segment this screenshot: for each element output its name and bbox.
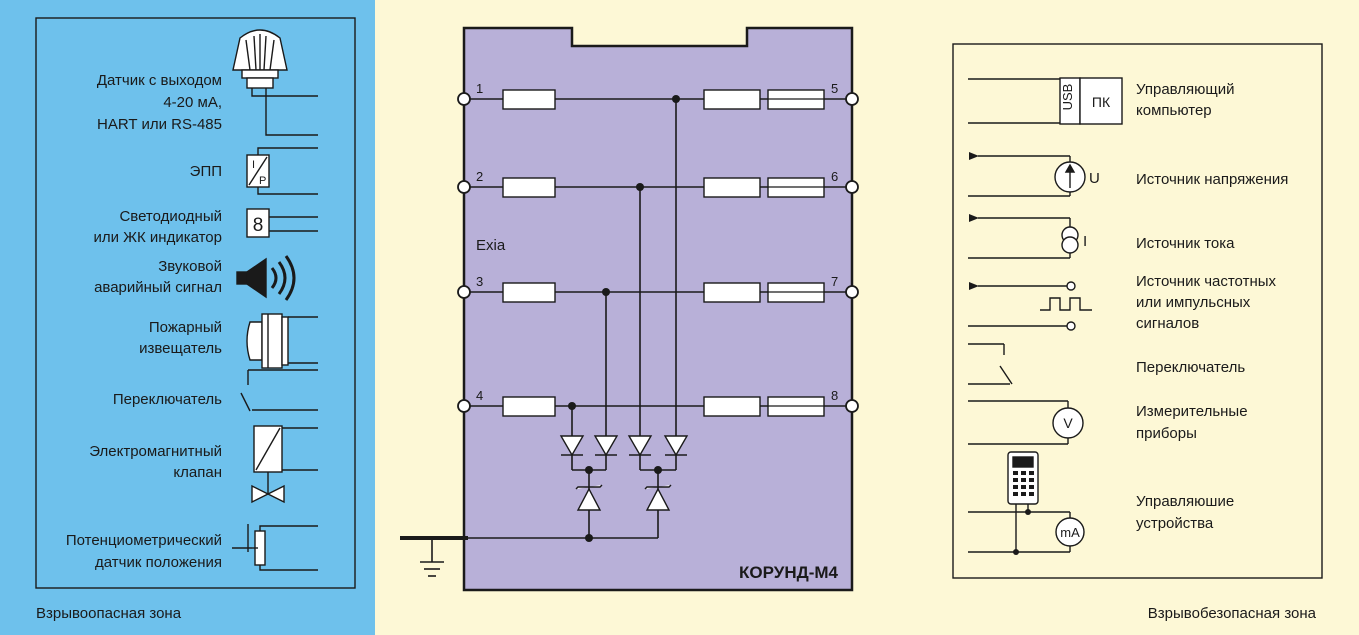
device-label-line: клапан — [173, 464, 222, 481]
switch-icon — [968, 343, 1013, 385]
device-label-line: датчик положения — [95, 554, 222, 571]
hazard-zone-caption: Взрывоопасная зона — [36, 605, 182, 622]
computer-usb-icon: USB ПК — [968, 77, 1123, 125]
sensor-head-icon — [232, 29, 318, 136]
device-label-line: Источник частотных — [1136, 273, 1277, 290]
ip-converter-icon — [246, 147, 318, 195]
potentiometer-icon — [232, 524, 318, 571]
terminal-label: 5 — [831, 81, 838, 96]
diode-icons — [559, 435, 689, 511]
hazard-device-ip-converter: ЭПП — [190, 163, 222, 180]
controller-junction-dots — [1013, 509, 1031, 555]
safe-device-voltage-source: Источник напряжения — [1136, 171, 1288, 188]
device-label-line: Электромагнитный — [89, 443, 222, 460]
device-label-line: Источник тока — [1136, 235, 1235, 252]
device-label-line: извещатель — [139, 340, 222, 357]
device-label-line: Потенциометрический — [66, 532, 222, 549]
terminal-icons — [457, 92, 859, 413]
device-label-line: Светодиодный — [119, 208, 222, 225]
device-label-line: аварийный сигнал — [94, 279, 222, 296]
device-label-line: Датчик с выходом — [97, 72, 222, 89]
safe-device-switch: Переключатель — [1136, 359, 1245, 376]
ip-glyph-p: P — [259, 175, 266, 187]
terminal-label: 1 — [476, 81, 483, 96]
safe-zone-frame — [952, 43, 1323, 579]
device-label-line: 4-20 мА, — [163, 94, 222, 111]
controller-icon: mA — [968, 451, 1085, 553]
current-source-icon: I — [968, 214, 1087, 259]
pulse-source-icon — [968, 281, 1092, 331]
v-label: V — [1063, 415, 1073, 431]
display-digit: 8 — [253, 215, 264, 236]
hazard-device-alarm: Звуковой аварийный сигнал — [94, 258, 222, 296]
barrier-body — [462, 26, 854, 592]
hazard-device-sensor: Датчик с выходом 4-20 мА, HART или RS-48… — [97, 72, 222, 133]
junction-dots — [568, 95, 680, 542]
u-label: U — [1089, 170, 1100, 187]
voltmeter-icon: V — [968, 400, 1084, 445]
i-label: I — [1083, 233, 1087, 250]
terminal-label: 6 — [831, 169, 838, 184]
device-label-line: устройства — [1136, 515, 1214, 532]
device-label-line: Управляюшие — [1136, 493, 1234, 510]
device-label-line: Измерительные — [1136, 403, 1248, 420]
solenoid-valve-icon — [251, 425, 318, 504]
switch-icon — [240, 369, 318, 412]
device-label-line: Переключатель — [1136, 359, 1245, 376]
pc-label: ПК — [1092, 94, 1111, 110]
terminal-label: 3 — [476, 274, 483, 289]
digit-display-icon — [246, 208, 318, 238]
safe-zone-caption: Взрывобезопасная зона — [1148, 605, 1317, 622]
safe-device-current-source: Источник тока — [1136, 235, 1235, 252]
hazard-zone-frame — [35, 17, 356, 589]
voltage-source-icon: U — [968, 152, 1100, 197]
terminal-label: 8 — [831, 388, 838, 403]
terminal-label: 4 — [476, 388, 483, 403]
terminal-label: 7 — [831, 274, 838, 289]
device-label-line: Звуковой — [158, 258, 222, 275]
safe-device-controllers: Управляюшие устройства — [1136, 493, 1234, 532]
device-label-line: или импульсных — [1136, 294, 1251, 311]
barrier-model-label: КОРУНД-М4 — [739, 563, 838, 582]
terminal-label: 2 — [476, 169, 483, 184]
hazard-device-indicator: Светодиодный или ЖК индикатор — [93, 208, 222, 246]
usb-label: USB — [1060, 84, 1075, 111]
hazard-device-potentiometer: Потенциометрический датчик положения — [66, 532, 222, 571]
ground-icon — [420, 538, 444, 577]
device-label-line: Пожарный — [149, 319, 222, 336]
ip-glyph-i: I — [252, 159, 255, 171]
device-label-line: или ЖК индикатор — [93, 229, 222, 246]
device-label-line: сигналов — [1136, 315, 1199, 332]
device-label-line: компьютер — [1136, 102, 1212, 119]
device-label-line: ЭПП — [190, 163, 222, 180]
device-label-line: Источник напряжения — [1136, 171, 1288, 188]
fuse-lines — [768, 98, 824, 407]
fire-detector-icon — [246, 313, 318, 369]
safe-device-pulse-source: Источник частотных или импульсных сигнал… — [1136, 273, 1277, 332]
device-label-line: приборы — [1136, 425, 1197, 442]
device-label-line: HART или RS-485 — [97, 116, 222, 133]
ma-label: mA — [1060, 525, 1080, 540]
speaker-icon — [236, 255, 296, 301]
hazard-device-fire-detector: Пожарный извещатель — [139, 319, 222, 357]
hazard-device-switch: Переключатель — [113, 391, 222, 408]
device-label-line: Управляющий — [1136, 81, 1235, 98]
safe-device-computer: Управляющий компьютер — [1136, 81, 1235, 119]
device-label-line: Переключатель — [113, 391, 222, 408]
safe-device-meters: Измерительные приборы — [1136, 403, 1248, 442]
hazard-device-valve: Электромагнитный клапан — [89, 443, 222, 481]
barrier-protection-label: Exia — [476, 237, 506, 254]
